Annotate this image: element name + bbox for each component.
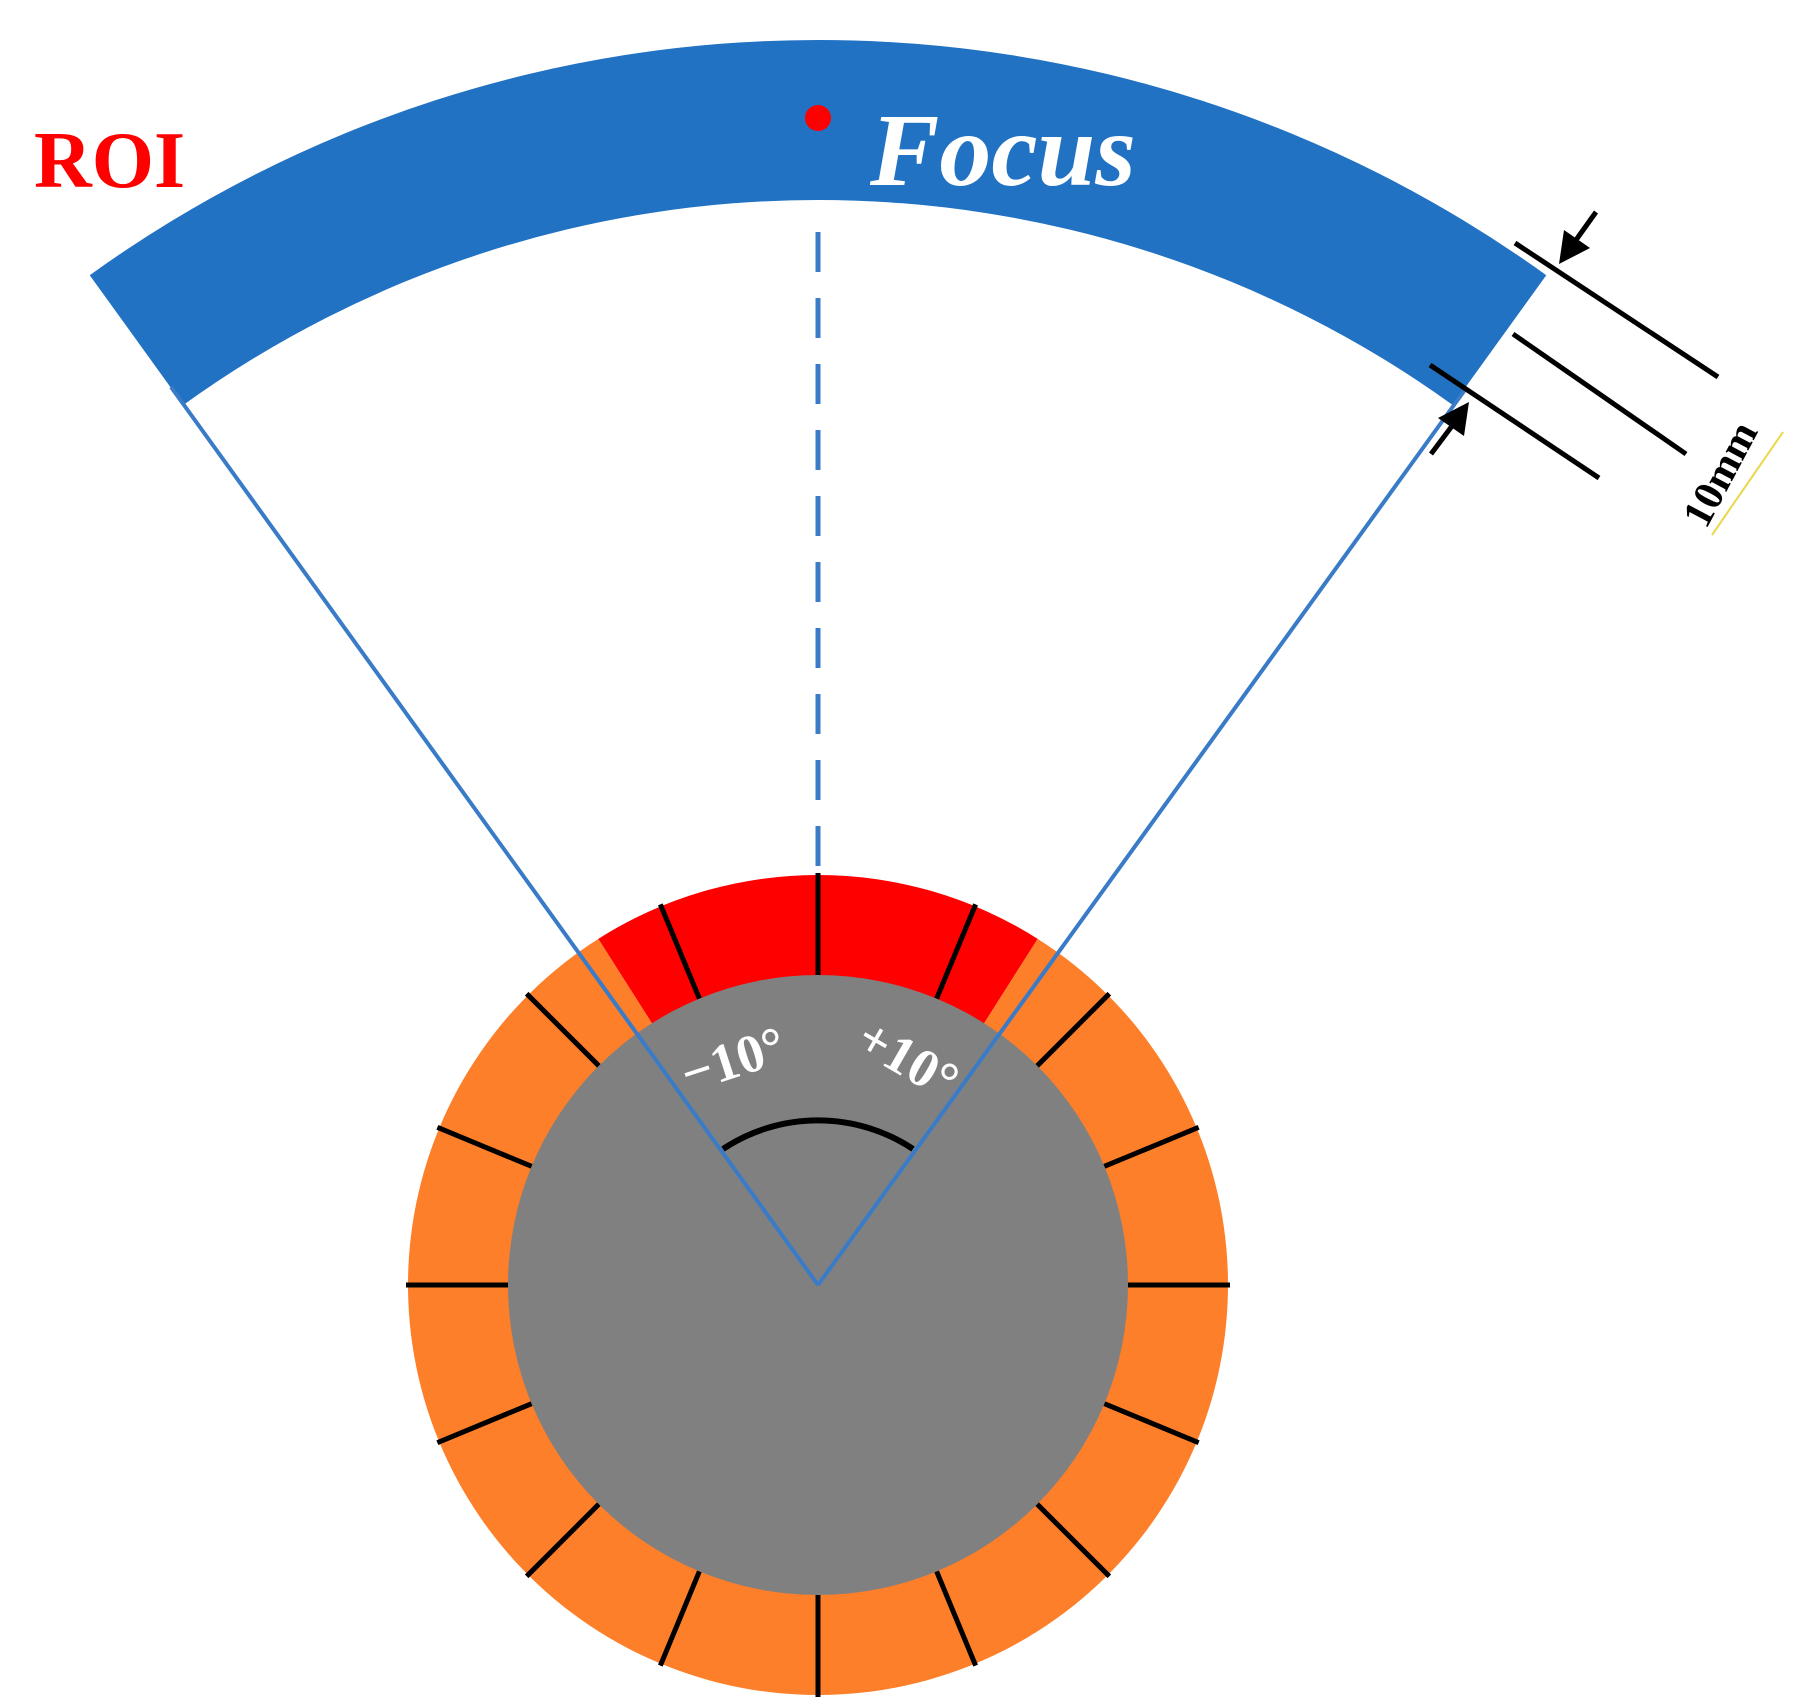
dimension-arrow-top-head bbox=[1559, 230, 1590, 264]
steering-angle-arc bbox=[721, 1117, 915, 1152]
beam-boundary-right bbox=[816, 385, 1469, 1287]
element-divider bbox=[934, 1570, 978, 1667]
roi-label: ROI bbox=[34, 117, 185, 205]
element-divider bbox=[658, 903, 702, 1000]
focus-point bbox=[805, 105, 831, 131]
element-divider bbox=[436, 1125, 533, 1169]
element-divider bbox=[524, 991, 601, 1068]
element-divider bbox=[1035, 1502, 1112, 1579]
thickness-dimension bbox=[1428, 210, 1720, 481]
element-dividers bbox=[406, 873, 1230, 1697]
element-divider bbox=[934, 903, 978, 1000]
dimension-underline bbox=[1711, 431, 1784, 536]
dimension-leader-line bbox=[1511, 331, 1688, 457]
element-divider bbox=[1103, 1125, 1200, 1169]
focus-label: Focus bbox=[869, 93, 1136, 208]
element-divider bbox=[1035, 991, 1112, 1068]
dimension-arrow-bottom-head bbox=[1438, 402, 1469, 436]
element-divider bbox=[1103, 1401, 1200, 1445]
element-divider bbox=[658, 1570, 702, 1667]
dimension-arrow-top-shaft bbox=[1573, 210, 1599, 242]
dimension-extension-outer bbox=[1513, 240, 1720, 380]
element-divider bbox=[436, 1401, 533, 1445]
roi-band bbox=[89, 40, 1547, 405]
dimension-extension-inner bbox=[1428, 362, 1601, 481]
beam-boundary-left bbox=[169, 385, 820, 1287]
dimension-arrow-bottom-shaft bbox=[1429, 424, 1454, 456]
element-divider bbox=[524, 1502, 601, 1579]
